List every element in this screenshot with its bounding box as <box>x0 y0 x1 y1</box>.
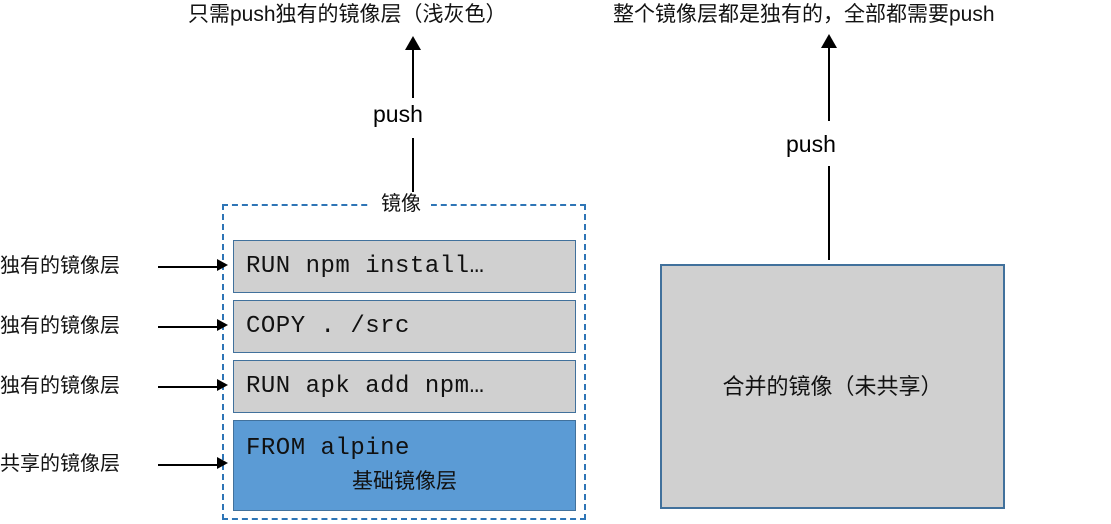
side-arrow-line-1 <box>158 266 218 268</box>
merged-image-box[interactable]: 合并的镜像（未共享） <box>660 264 1005 509</box>
side-arrow-line-3 <box>158 386 218 388</box>
right-push-label: push <box>786 130 836 158</box>
right-push-arrowhead <box>821 34 837 48</box>
side-arrow-head-1 <box>217 259 228 271</box>
side-label-unique-2: 独有的镜像层 <box>0 315 120 337</box>
side-label-shared: 共享的镜像层 <box>0 453 120 475</box>
base-layer-sublabel: 基础镜像层 <box>352 470 457 493</box>
image-group-legend: 镜像 <box>371 192 431 216</box>
layer-copy-src[interactable]: COPY . /src <box>233 300 576 353</box>
layer-text: COPY . /src <box>246 312 410 340</box>
left-push-line-lower <box>412 138 414 194</box>
side-label-unique-1: 独有的镜像层 <box>0 255 120 277</box>
layer-run-npm-install[interactable]: RUN npm install… <box>233 240 576 293</box>
side-arrow-line-4 <box>158 464 218 466</box>
side-arrow-line-2 <box>158 326 218 328</box>
layer-from-alpine[interactable]: FROM alpine 基础镜像层 <box>233 420 576 511</box>
layer-text: RUN npm install… <box>246 252 485 280</box>
side-arrow-head-2 <box>217 319 228 331</box>
side-label-unique-3: 独有的镜像层 <box>0 375 120 397</box>
layer-text: RUN apk add npm… <box>246 372 485 400</box>
right-heading: 整个镜像层都是独有的，全部都需要push <box>613 3 995 26</box>
right-push-line-upper <box>828 46 830 121</box>
left-heading: 只需push独有的镜像层（浅灰色） <box>188 3 507 26</box>
left-push-arrowhead <box>405 36 421 50</box>
left-push-label: push <box>373 100 423 128</box>
merged-image-label: 合并的镜像（未共享） <box>722 373 943 399</box>
side-arrow-head-4 <box>217 457 228 469</box>
right-push-line-lower <box>828 166 830 260</box>
layer-run-apk-add-npm[interactable]: RUN apk add npm… <box>233 360 576 413</box>
left-push-line-upper <box>412 48 414 98</box>
layer-text: FROM alpine <box>246 435 410 462</box>
side-arrow-head-3 <box>217 379 228 391</box>
